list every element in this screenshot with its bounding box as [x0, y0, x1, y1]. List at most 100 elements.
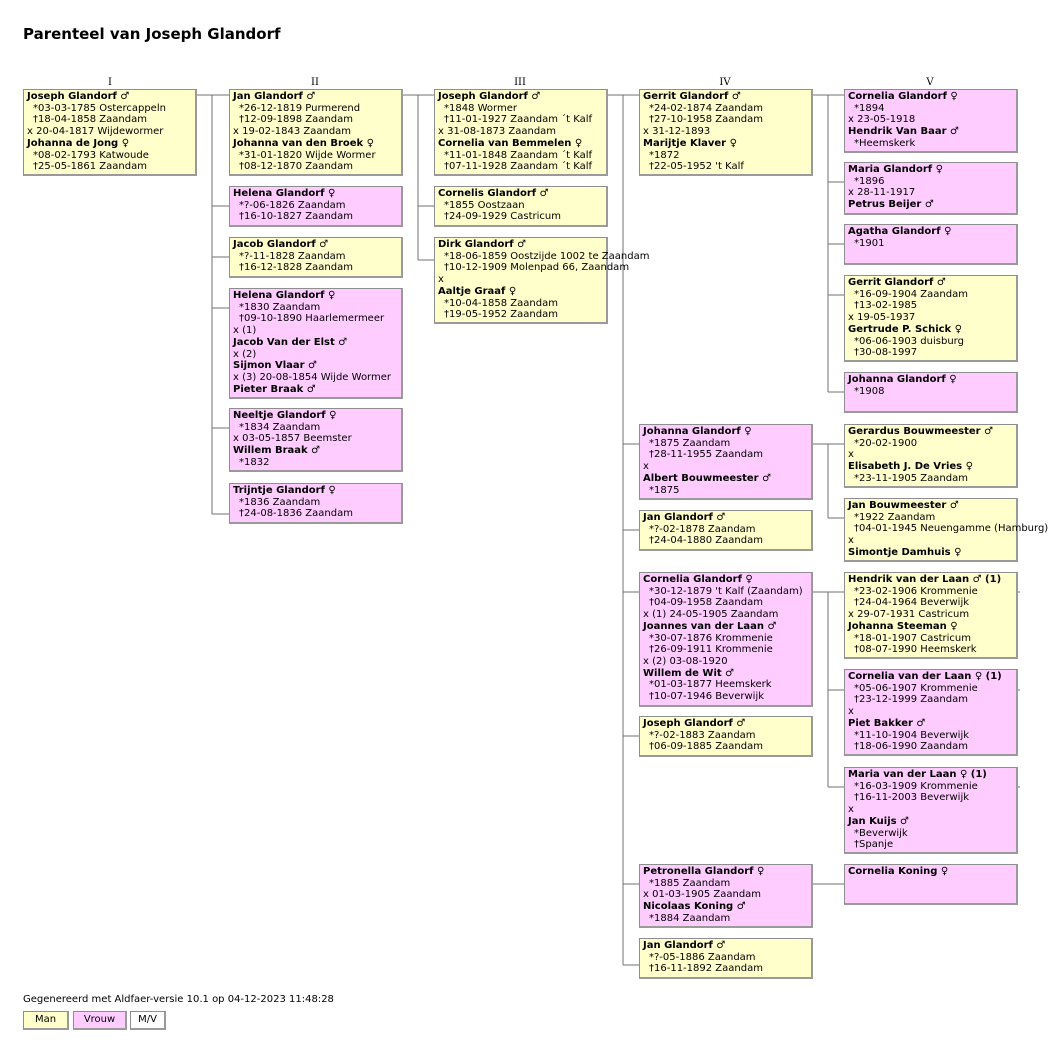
person-name: Jacob Glandorf ♂	[233, 239, 329, 250]
life-event: *11-10-1904 Beverwijk	[854, 729, 970, 741]
person-name: Hendrik van der Laan ♂ (1)	[848, 574, 1002, 585]
life-event: †16-11-2003 Beverwijk	[854, 792, 970, 804]
marriage-info: x (1) 24-05-1905 Zaandam	[643, 609, 779, 621]
person-name: Agatha Glandorf ♀	[848, 226, 952, 237]
life-event: †09-10-1890 Haarlemermeer	[239, 313, 385, 325]
marriage-info: x (1)	[233, 325, 257, 337]
life-event: †24-08-1836 Zaandam	[239, 508, 353, 520]
person-card[interactable]: Helena Glandorf ♀*1830 Zaandam†09-10-189…	[229, 288, 403, 399]
life-event: *1834 Zaandam	[239, 421, 321, 433]
person-card[interactable]: Cornelia Glandorf ♀*30-12-1879 't Kalf (…	[639, 572, 813, 707]
life-event: †18-04-1858 Zaandam	[33, 114, 147, 126]
person-card[interactable]: Joseph Glandorf ♂*03-03-1785 Ostercappel…	[23, 89, 197, 176]
life-event: †19-05-1952 Zaandam	[444, 309, 558, 321]
person-card[interactable]: Helena Glandorf ♀*?-06-1826 Zaandam†16-1…	[229, 186, 403, 227]
marriage-info: x 03-05-1857 Beemster	[233, 433, 352, 445]
person-card[interactable]: Johanna Glandorf ♀*1908	[844, 372, 1018, 413]
life-event: †23-12-1999 Zaandam	[854, 694, 968, 706]
person-name: Aaltje Graaf ♀	[438, 285, 517, 297]
life-event: †16-11-1892 Zaandam	[649, 963, 763, 975]
person-card[interactable]: Cornelia Koning ♀	[844, 864, 1018, 905]
life-event: †16-10-1827 Zaandam	[239, 211, 353, 223]
person-name: Pieter Braak ♂	[233, 383, 316, 395]
person-name: Maria van der Laan ♀ (1)	[848, 769, 987, 780]
tree-connector-lines	[196, 94, 1020, 966]
life-event: *1848 Wormer	[444, 102, 517, 114]
person-name: Jan Bouwmeester ♂	[848, 500, 959, 511]
person-card[interactable]: Jan Glandorf ♂*?-05-1886 Zaandam†16-11-1…	[639, 938, 813, 979]
person-card[interactable]: Dirk Glandorf ♂*18-06-1859 Oostzijde 100…	[434, 237, 649, 324]
person-card[interactable]: Joseph Glandorf ♂*1848 Wormer†11-01-1927…	[434, 89, 608, 176]
person-card[interactable]: Cornelis Glandorf ♂*1855 Oostzaan†24-09-…	[434, 186, 608, 227]
life-event: *Heemskerk	[854, 137, 916, 149]
person-name: Trijntje Glandorf ♀	[233, 485, 336, 496]
life-event: *1896	[854, 175, 885, 187]
person-card[interactable]: Jan Glandorf ♂*26-12-1819 Purmerend†12-0…	[229, 89, 403, 176]
life-event: †12-09-1898 Zaandam	[239, 114, 353, 126]
life-event: *10-04-1858 Zaandam	[444, 297, 558, 309]
person-name: Johanna Glandorf ♀	[848, 374, 957, 385]
life-event: †04-01-1945 Neuengamme (Hamburg)	[854, 523, 1048, 535]
marriage-info: x (2)	[233, 348, 257, 360]
person-card[interactable]: Gerrit Glandorf ♂*24-02-1874 Zaandam†27-…	[639, 89, 813, 176]
life-event: *?-11-1828 Zaandam	[239, 250, 346, 262]
marriage-info: x	[643, 461, 649, 473]
person-name: Marijtje Klaver ♀	[643, 137, 737, 149]
marriage-info: x 01-03-1905 Zaandam	[643, 889, 762, 901]
person-card[interactable]: Johanna Glandorf ♀*1875 Zaandam†28-11-19…	[639, 424, 813, 500]
marriage-info: x 31-08-1873 Zaandam	[438, 126, 557, 138]
marriage-info: x 19-02-1843 Zaandam	[233, 126, 352, 138]
life-event: †04-09-1958 Zaandam	[649, 597, 763, 609]
life-event: *1875 Zaandam	[649, 437, 731, 449]
life-event: †25-05-1861 Zaandam	[33, 161, 147, 173]
person-name: Simontje Damhuis ♀	[848, 546, 962, 558]
life-event: *11-01-1848 Zaandam ´t Kalf	[444, 149, 593, 161]
person-card[interactable]: Agatha Glandorf ♀*1901	[844, 224, 1018, 265]
person-card[interactable]: Maria van der Laan ♀ (1)*16-03-1909 Krom…	[844, 767, 1018, 854]
person-name: Willem de Wit ♂	[643, 667, 735, 679]
person-card[interactable]: Jacob Glandorf ♂*?-11-1828 Zaandam†16-12…	[229, 237, 403, 278]
generation-label-4: IV	[719, 77, 731, 88]
marriage-info: x 23-05-1918	[848, 114, 916, 126]
life-event: *1908	[854, 385, 885, 397]
life-event: *1872	[649, 149, 680, 161]
legend-vrouw: Vrouw	[73, 1011, 127, 1030]
marriage-info: x	[848, 449, 854, 461]
person-name: Piet Bakker ♂	[848, 717, 926, 729]
person-name: Jan Kuijs ♂	[848, 815, 910, 827]
person-card[interactable]: Jan Bouwmeester ♂*1922 Zaandam†04-01-194…	[844, 498, 1048, 562]
person-name: Maria Glandorf ♀	[848, 164, 943, 175]
life-event: *?-02-1883 Zaandam	[649, 729, 756, 741]
person-name: Jan Glandorf ♂	[643, 512, 726, 523]
person-card[interactable]: Hendrik van der Laan ♂ (1)*23-02-1906 Kr…	[844, 572, 1018, 659]
generation-label-3: III	[514, 77, 526, 88]
life-event: †22-05-1952 't Kalf	[649, 161, 744, 173]
person-card[interactable]: Gerrit Glandorf ♂*16-09-1904 Zaandam†13-…	[844, 275, 1018, 362]
life-event: †11-01-1927 Zaandam ´t Kalf	[444, 114, 593, 126]
person-card[interactable]: Trijntje Glandorf ♀*1836 Zaandam†24-08-1…	[229, 483, 403, 524]
marriage-info: x 19-05-1937	[848, 312, 916, 324]
marriage-info: x (3) 20-08-1854 Wijde Wormer	[233, 371, 391, 383]
person-card[interactable]: Jan Glandorf ♂*?-02-1878 Zaandam†24-04-1…	[639, 510, 813, 551]
person-card[interactable]: Cornelia van der Laan ♀ (1)*05-06-1907 K…	[844, 669, 1018, 756]
person-name: Gerrit Glandorf ♂	[643, 91, 741, 102]
life-event: †27-10-1958 Zaandam	[649, 114, 763, 126]
life-event: *20-02-1900	[854, 437, 918, 449]
life-event: †24-04-1880 Zaandam	[649, 535, 763, 547]
person-name: Jan Glandorf ♂	[643, 940, 726, 951]
marriage-info: x 20-04-1817 Wijdewormer	[27, 126, 164, 138]
person-card[interactable]: Joseph Glandorf ♂*?-02-1883 Zaandam†06-0…	[639, 716, 813, 757]
life-event: *1875	[649, 484, 680, 496]
person-name: Willem Braak ♂	[233, 445, 321, 457]
person-name: Elisabeth J. De Vries ♀	[848, 461, 973, 473]
life-event: †30-08-1997	[854, 347, 918, 359]
life-event: *Beverwijk	[854, 827, 908, 839]
person-name: Johanna de Jong ♀	[27, 137, 130, 149]
generated-footer: Gegenereerd met Aldfaer-versie 10.1 op 0…	[23, 994, 334, 1005]
person-name: Joseph Glandorf ♂	[27, 91, 130, 102]
